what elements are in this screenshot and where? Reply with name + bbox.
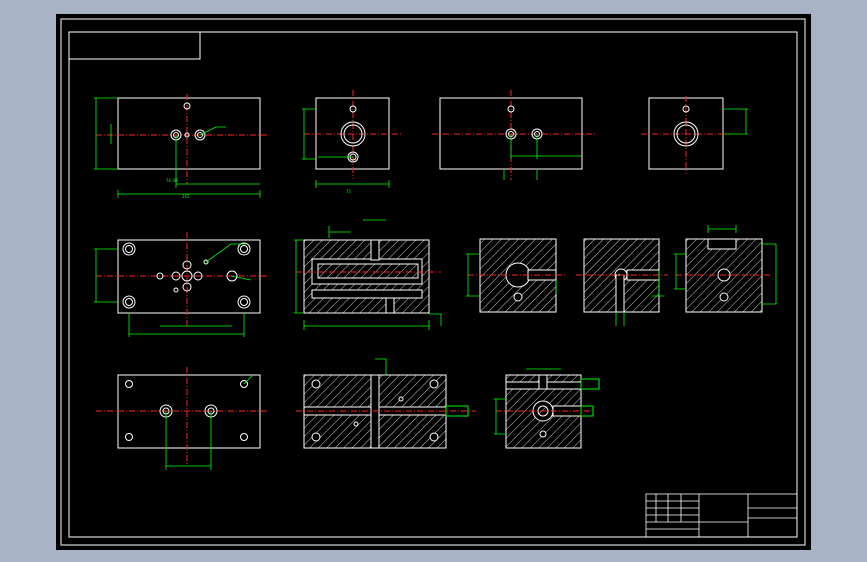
view-section-b xyxy=(576,238,668,326)
top-left-label-box xyxy=(69,32,201,60)
view-section-e xyxy=(494,368,600,449)
view-plate-top-6 xyxy=(96,367,268,470)
view-plate-top-2: 73 xyxy=(302,90,401,194)
svg-text:142: 142 xyxy=(182,194,190,199)
view-section-d xyxy=(296,358,476,449)
outer-border xyxy=(60,18,806,546)
view-plate-top-5 xyxy=(94,232,268,337)
view-plate-top-1: 74.00 142 xyxy=(94,94,268,199)
inner-border xyxy=(68,31,798,538)
svg-text:74.00: 74.00 xyxy=(166,178,179,183)
mold-plate-drawing: 74.00 142 73 xyxy=(60,18,806,546)
title-block xyxy=(645,493,798,538)
view-plate-top-3 xyxy=(432,90,596,180)
view-plate-top-4 xyxy=(641,96,748,174)
view-section-a xyxy=(466,238,566,313)
view-section-c xyxy=(674,225,777,313)
view-section-assembly xyxy=(294,219,442,330)
cad-drawing-canvas[interactable]: 74.00 142 73 xyxy=(56,14,811,550)
svg-text:73: 73 xyxy=(346,189,351,194)
